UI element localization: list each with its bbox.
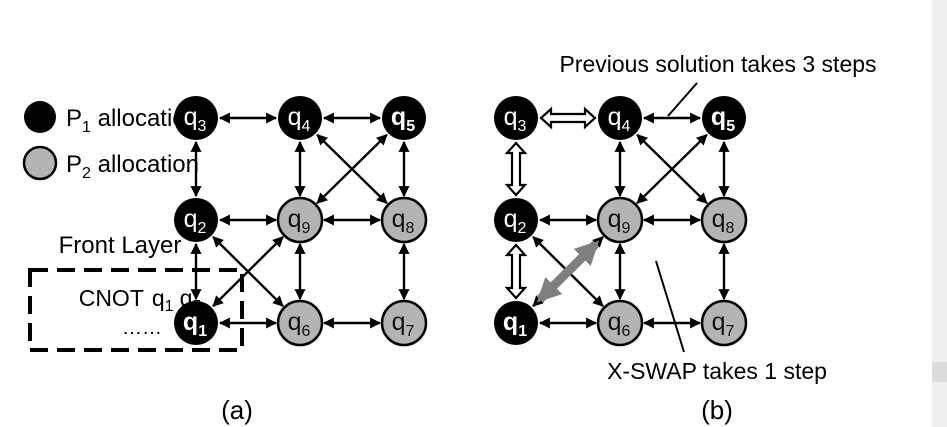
legend-p1-marker <box>24 101 56 133</box>
panel-a-edge-q1-q9 <box>212 236 284 307</box>
panel-b-node-q2-circle <box>494 198 538 242</box>
panel-b-node-q7-label: q7 <box>712 308 735 340</box>
legend: P1 allocation P2 allocation <box>22 101 199 182</box>
panel-b-node-q4-label: q4 <box>608 103 631 135</box>
panel-a-node-q8-label: q8 <box>392 205 415 237</box>
panel-b-node-q8-circle <box>700 196 748 244</box>
panel-b-node-q2: q2 <box>494 198 538 242</box>
front-layer-gate: CNOTq1q5 <box>79 285 202 315</box>
panel-b-node-q1-circle <box>494 301 538 345</box>
panel-a-node-q4-label: q4 <box>288 103 311 135</box>
panel-b-edge-q5-q9 <box>636 133 708 205</box>
window-edge-strip <box>932 0 947 427</box>
panel-b-edge-q3-q4-swap-path <box>539 106 597 130</box>
panel-a-node-q4-circle <box>278 96 322 140</box>
panel-b-node-q9: q9 <box>596 196 644 244</box>
xswap-label: X-SWAP takes 1 step <box>607 358 827 384</box>
panel-b-node-q5: q5 <box>702 96 746 140</box>
caption-b: (b) <box>701 395 733 425</box>
front-layer-title: Front Layer <box>59 232 182 259</box>
panel-a-node-q7: q7 <box>380 299 428 347</box>
panel-a: q3 q4 q5 q2 q9 q8 q1 q6 q7 <box>174 96 428 347</box>
panel-a-node-q7-label: q7 <box>392 308 415 340</box>
panel-a-node-q4: q4 <box>278 96 322 140</box>
front-layer-ellipsis: …… <box>122 317 162 339</box>
panel-b-node-q9-label: q9 <box>608 205 631 237</box>
panel-a-node-q8: q8 <box>380 196 428 244</box>
previous-solution-label: Previous solution takes 3 steps <box>559 51 876 77</box>
panel-a-node-q1: q1 <box>174 301 218 345</box>
panel-a-node-q9: q9 <box>276 196 324 244</box>
panel-a-node-q8-circle <box>380 196 428 244</box>
panel-a-node-q6: q6 <box>276 299 324 347</box>
panel-a-node-q6-circle <box>276 299 324 347</box>
panel-a-node-q3-label: q3 <box>184 103 207 135</box>
panel-b-node-q9-circle <box>596 196 644 244</box>
panel-b-node-q6-label: q6 <box>608 308 631 340</box>
panel-b-node-q8-label: q8 <box>712 205 735 237</box>
panel-b-node-q1: q1 <box>494 301 538 345</box>
panel-a-node-q3-circle <box>174 96 218 140</box>
panel-b-node-q3-label: q3 <box>504 103 527 135</box>
panel-a-node-q5-circle <box>382 96 426 140</box>
panel-b-node-q4-circle <box>598 96 642 140</box>
front-layer-box <box>28 268 244 352</box>
front-layer: Front Layer CNOTq1q5 …… <box>28 232 244 352</box>
panel-b-node-q7-circle <box>700 299 748 347</box>
panel-b: q3 q4 q5 q2 q9 q8 q1 q6 q7 <box>494 96 748 347</box>
panel-b-edges <box>504 106 730 329</box>
panel-a-node-q2-circle <box>174 198 218 242</box>
panel-a-edge-q5-q9 <box>316 133 388 205</box>
panel-a-node-q6-label: q6 <box>288 308 311 340</box>
panel-a-node-q9-circle <box>276 196 324 244</box>
panel-b-edge-q2-q1-swap-path <box>504 243 528 300</box>
panel-b-node-q3-circle <box>494 96 538 140</box>
panel-b-node-q1-label: q1 <box>503 308 527 340</box>
panel-a-node-q9-label: q9 <box>288 205 311 237</box>
panel-a-node-q2: q2 <box>174 198 218 242</box>
panel-b-edge-q3-q2-swap-path <box>504 141 528 197</box>
panel-b-node-q7: q7 <box>700 299 748 347</box>
panel-a-node-q5: q5 <box>382 96 426 140</box>
panel-a-node-q1-label: q1 <box>183 308 207 340</box>
panel-b-node-q2-label: q2 <box>504 205 527 237</box>
xswap-pointer <box>655 260 685 353</box>
panel-b-node-q5-label: q5 <box>711 103 735 135</box>
panel-a-node-q1-circle <box>174 301 218 345</box>
panel-b-node-q4: q4 <box>598 96 642 140</box>
panel-b-nodes: q3 q4 q5 q2 q9 q8 q1 q6 q7 <box>494 96 748 347</box>
panel-b-node-q6-circle <box>596 299 644 347</box>
panel-b-node-q5-circle <box>702 96 746 140</box>
panel-a-node-q7-circle <box>380 299 428 347</box>
window-edge-mark <box>932 362 947 382</box>
panel-a-edges <box>190 112 410 329</box>
legend-p2-label: P2 allocation <box>66 151 199 182</box>
panel-b-xswap-arrow <box>536 240 600 303</box>
panel-a-node-q3: q3 <box>174 96 218 140</box>
panel-a-node-q2-label: q2 <box>184 205 207 237</box>
panel-b-node-q6: q6 <box>596 299 644 347</box>
panel-a-node-q5-label: q5 <box>391 103 415 135</box>
panel-b-node-q3: q3 <box>494 96 538 140</box>
legend-p2-marker <box>22 145 58 181</box>
panel-b-node-q8: q8 <box>700 196 748 244</box>
panel-a-nodes: q3 q4 q5 q2 q9 q8 q1 q6 q7 <box>174 96 428 347</box>
caption-a: (a) <box>221 395 253 425</box>
previous-solution-pointer <box>667 82 698 117</box>
